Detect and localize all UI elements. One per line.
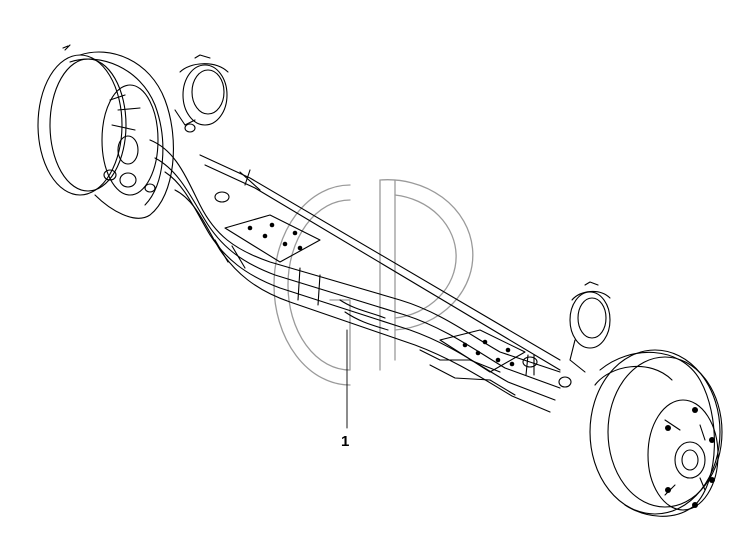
spring-pad-holes <box>247 222 515 367</box>
right-hub-bolts <box>665 407 715 508</box>
right-brake-drum <box>589 349 723 517</box>
axle-beam <box>149 139 561 413</box>
left-brake-chamber <box>174 54 229 133</box>
watermark-logo <box>273 179 474 386</box>
callout-label-1: 1 <box>341 433 350 450</box>
left-brake-drum <box>37 44 174 219</box>
tie-rod <box>199 154 561 376</box>
right-brake-chamber <box>558 281 611 388</box>
